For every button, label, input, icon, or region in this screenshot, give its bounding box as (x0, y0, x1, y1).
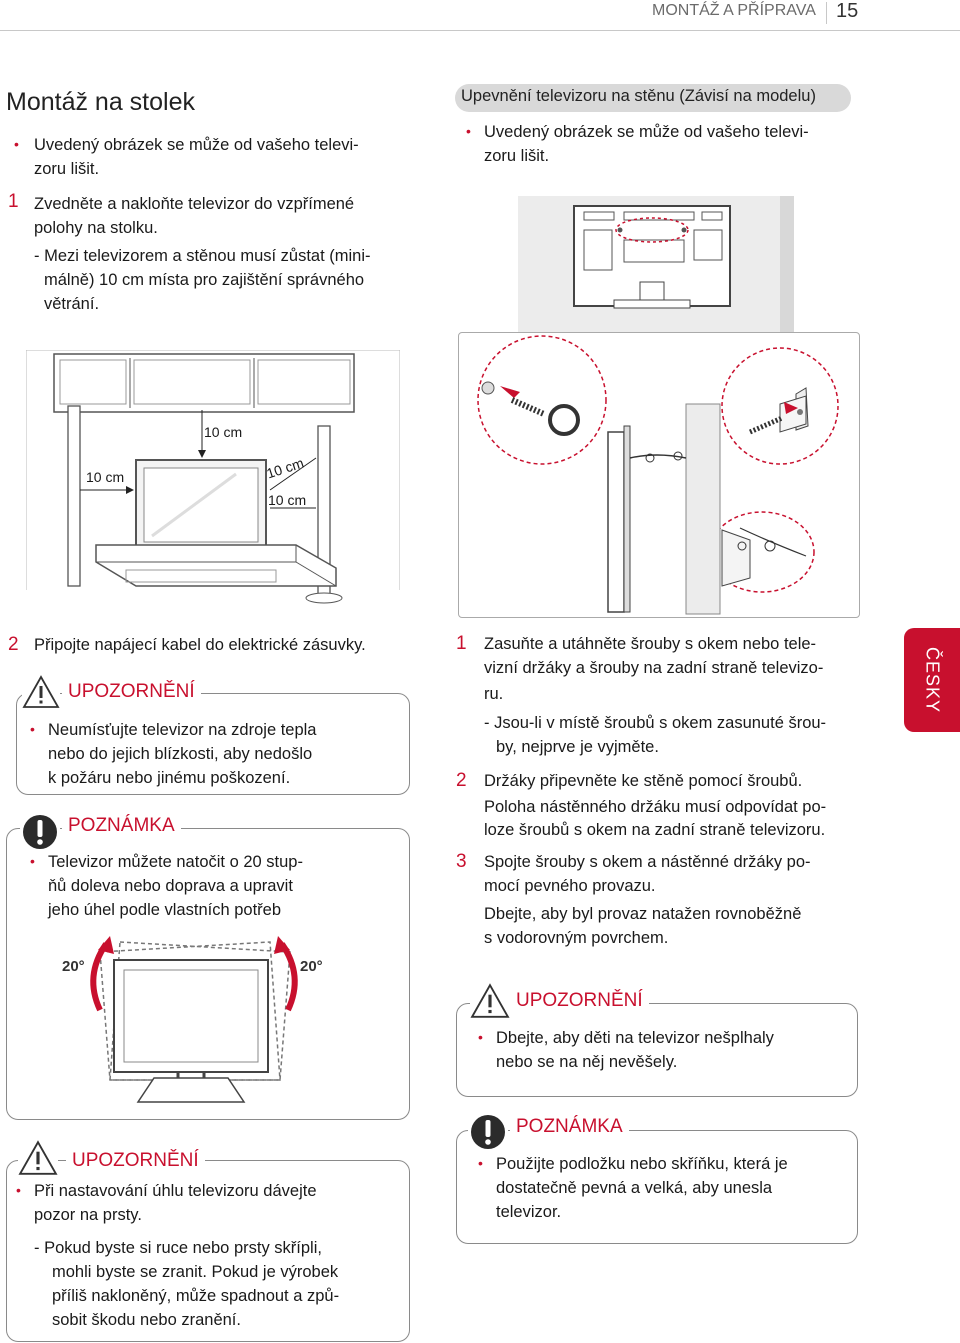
step-text: Spojte šrouby s okem a nástěnné držáky p… (484, 853, 811, 871)
step-text: Držáky připevněte ke stěně pomocí šroubů… (484, 772, 803, 790)
rotation-left-label: 20° (62, 958, 85, 975)
step-subtext: málně) 10 cm místa pro zajištění správné… (44, 271, 365, 289)
header-separator (826, 2, 827, 24)
language-tab-label: ČESKY (922, 646, 943, 714)
caution-title: UPOZORNĚNÍ (66, 1150, 205, 1172)
tv-stand-clearance-figure (26, 350, 400, 604)
step-number: 1 (456, 633, 467, 654)
bullet-text: zoru lišit. (484, 147, 550, 165)
step-text: ru. (484, 685, 504, 703)
bullet-dot: • (30, 853, 35, 869)
step-text: vizní držáky a šrouby na zadní straně te… (484, 659, 824, 677)
step-text: loze šroubů s okem na zadní straně telev… (484, 821, 826, 839)
step-subtext: by, nejprve je vyjměte. (496, 738, 659, 756)
step-text: Zasuňte a utáhněte šrouby s okem nebo te… (484, 635, 817, 653)
section-title: Montáž na stolek (6, 88, 195, 116)
subsection-title: Upevnění televizoru na stěnu (Závisí na … (461, 87, 816, 105)
wall-mount-figure (477, 335, 839, 615)
bullet-dot: • (478, 1155, 483, 1171)
clearance-label-left: 10 cm (86, 469, 125, 485)
bullet-dot: • (30, 721, 35, 737)
note-text: dostatečně pevná a velká, aby unesla (496, 1179, 773, 1197)
warning-icon (470, 983, 510, 1019)
note-text: televizor. (496, 1203, 562, 1221)
note-text: jeho úhel podle vlastních potřeb (48, 901, 281, 919)
tv-swivel-figure (90, 936, 298, 1103)
clearance-label-bottom: 10 cm (268, 492, 307, 508)
bullet-dot: • (478, 1029, 483, 1045)
warning-icon (22, 675, 60, 709)
caution-subtext: - Pokud byste si ruce nebo prsty skřípli… (34, 1239, 322, 1257)
step-number: 2 (456, 770, 467, 791)
language-tab: ČESKY (904, 628, 960, 732)
note-title: POZNÁMKA (510, 1116, 629, 1138)
caution-text: Při nastavování úhlu televizoru dávejte (34, 1182, 317, 1200)
step-text: Připojte napájecí kabel do elektrické zá… (34, 636, 366, 654)
step-text: Zvedněte a nakloňte televizor do vzpříme… (34, 195, 355, 213)
exclamation-icon (468, 1112, 508, 1152)
step-text: polohy na stolku. (34, 219, 158, 237)
note-box (456, 1130, 858, 1244)
step-number: 1 (8, 191, 19, 212)
step-number: 3 (456, 851, 467, 872)
note-text: Použijte podložku nebo skříňku, která je (496, 1155, 788, 1173)
caution-box (6, 1160, 410, 1342)
step-subtext: větrání. (44, 295, 100, 313)
caution-text: pozor na prsty. (34, 1206, 142, 1224)
note-title: POZNÁMKA (62, 815, 181, 837)
exclamation-icon (20, 812, 60, 852)
caution-title: UPOZORNĚNÍ (62, 681, 201, 703)
caution-title: UPOZORNĚNÍ (510, 990, 649, 1012)
warning-icon (18, 1140, 58, 1176)
bullet-dot: • (16, 1182, 21, 1198)
caution-box (456, 1003, 858, 1097)
bullet-text: zoru lišit. (34, 160, 100, 178)
subsection-pill (455, 84, 851, 112)
rotation-right-label: 20° (300, 958, 323, 975)
bullet-text: Uvedený obrázek se může od vašeho televi… (484, 123, 809, 141)
bullet-dot: • (466, 123, 471, 139)
caution-box (16, 693, 410, 795)
step-subtext: - Mezi televizorem a stěnou musí zůstat … (34, 247, 371, 265)
page-number: 15 (836, 0, 859, 22)
note-text: Televizor můžete natočit o 20 stup- (48, 853, 303, 871)
bullet-text: Uvedený obrázek se může od vašeho televi… (34, 136, 359, 154)
tv-rear-figure (518, 196, 794, 334)
header-rule (0, 30, 960, 31)
step-subtext: - Jsou-li v místě šroubů s okem zasunuté… (484, 714, 827, 732)
step-text: mocí pevného provazu. (484, 877, 656, 895)
caution-text: nebo do jejich blízkosti, aby nedošlo (48, 745, 313, 763)
caution-text: k požáru nebo jinému poškození. (48, 769, 291, 787)
note-text: ňů doleva nebo doprava a upravit (48, 877, 293, 895)
caution-subtext: sobit škodu nebo zranění. (52, 1311, 241, 1329)
caution-text: nebo se na něj nevěšely. (496, 1053, 678, 1071)
caution-subtext: příliš nakloněný, může spadnout a způ- (52, 1287, 340, 1305)
clearance-label-top: 10 cm (204, 424, 243, 440)
caution-text: Neumísťujte televizor na zdroje tepla (48, 721, 317, 739)
step-text: Dbejte, aby byl provaz natažen rovnoběžn… (484, 905, 802, 923)
step-number: 2 (8, 634, 19, 655)
caution-subtext: mohli byste se zranit. Pokud je výrobek (52, 1263, 339, 1281)
caution-text: Dbejte, aby děti na televizor nešplhaly (496, 1029, 774, 1047)
running-header: MONTÁŽ A PŘÍPRAVA (652, 2, 816, 19)
step-text: s vodorovným povrchem. (484, 929, 669, 947)
step-text: Poloha nástěnného držáku musí odpovídat … (484, 798, 827, 816)
bullet-dot: • (14, 136, 19, 152)
